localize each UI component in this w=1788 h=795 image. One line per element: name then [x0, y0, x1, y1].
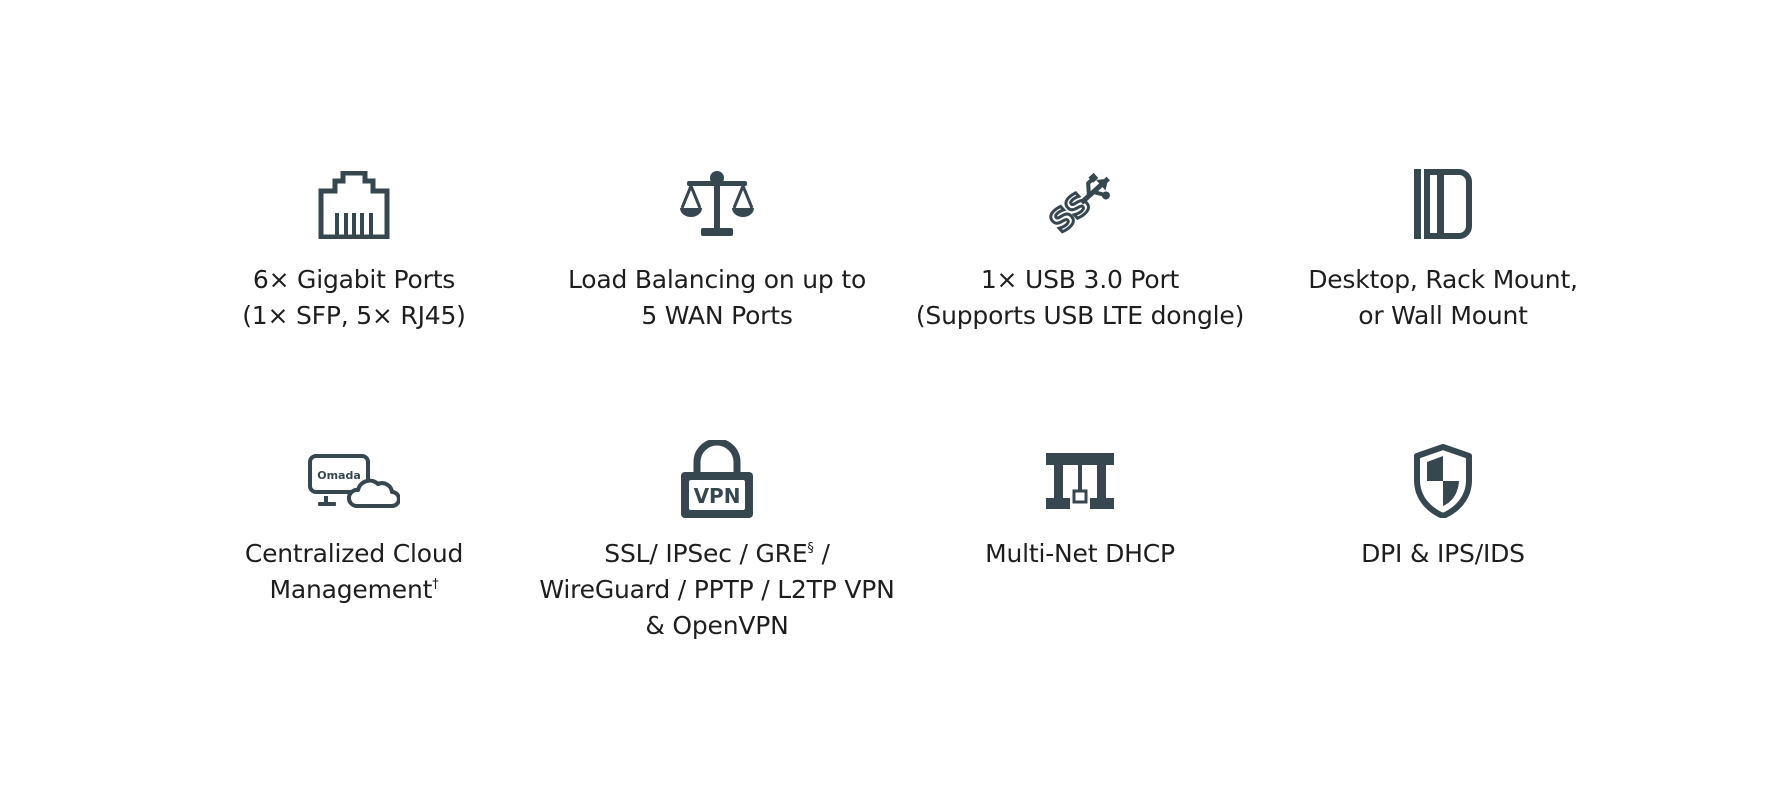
label-line: SSL/ IPSec / GRE§ / [517, 536, 917, 572]
label-line: DPI & IPS/IDS [1361, 539, 1525, 568]
footnote-mark: § [807, 541, 814, 556]
label-line: 1× USB 3.0 Port [980, 265, 1180, 294]
label-text: SSL/ IPSec / GRE [604, 539, 808, 568]
feature-label: Centralized Cloud Management† [154, 536, 554, 608]
icon-text: VPN [694, 484, 741, 508]
label-line: (1× SFP, 5× RJ45) [242, 301, 466, 330]
label-line: Desktop, Rack Mount, [1308, 265, 1578, 294]
label-line: WireGuard / PPTP / L2TP VPN [539, 575, 895, 604]
balance-scale-icon [679, 170, 755, 238]
label-line: (Supports USB LTE dongle) [915, 301, 1245, 330]
feature-label: 1× USB 3.0 Port (Supports USB LTE dongle… [880, 262, 1280, 334]
label-text: Management [269, 575, 433, 604]
label-line: 5 WAN Ports [641, 301, 793, 330]
label-line: & OpenVPN [645, 611, 789, 640]
label-line: Management† [154, 572, 554, 608]
label-line: Multi-Net DHCP [985, 539, 1175, 568]
label-line: Centralized Cloud [244, 539, 464, 568]
feature-label: Load Balancing on up to 5 WAN Ports [517, 262, 917, 334]
ethernet-port-icon [317, 171, 391, 239]
label-line: or Wall Mount [1358, 301, 1528, 330]
feature-label: SSL/ IPSec / GRE§ / WireGuard / PPTP / L… [517, 536, 917, 644]
vpn-lock-icon: VPN [680, 440, 754, 520]
feature-label: Multi-Net DHCP [880, 536, 1280, 572]
shield-icon [1413, 444, 1473, 518]
label-line: Load Balancing on up to [567, 265, 867, 294]
feature-label: Desktop, Rack Mount, or Wall Mount [1243, 262, 1643, 334]
label-line: 6× Gigabit Ports [252, 265, 456, 294]
usb-ss-icon: SS [1042, 168, 1118, 240]
label-text: / [813, 539, 830, 568]
feature-label: 6× Gigabit Ports (1× SFP, 5× RJ45) [154, 262, 554, 334]
footnote-mark: † [432, 577, 439, 592]
feature-label: DPI & IPS/IDS [1243, 536, 1643, 572]
multi-net-icon [1045, 452, 1115, 510]
mount-bracket-icon [1413, 168, 1473, 240]
omada-cloud-icon: Omada [308, 454, 400, 510]
icon-text: Omada [317, 469, 361, 482]
